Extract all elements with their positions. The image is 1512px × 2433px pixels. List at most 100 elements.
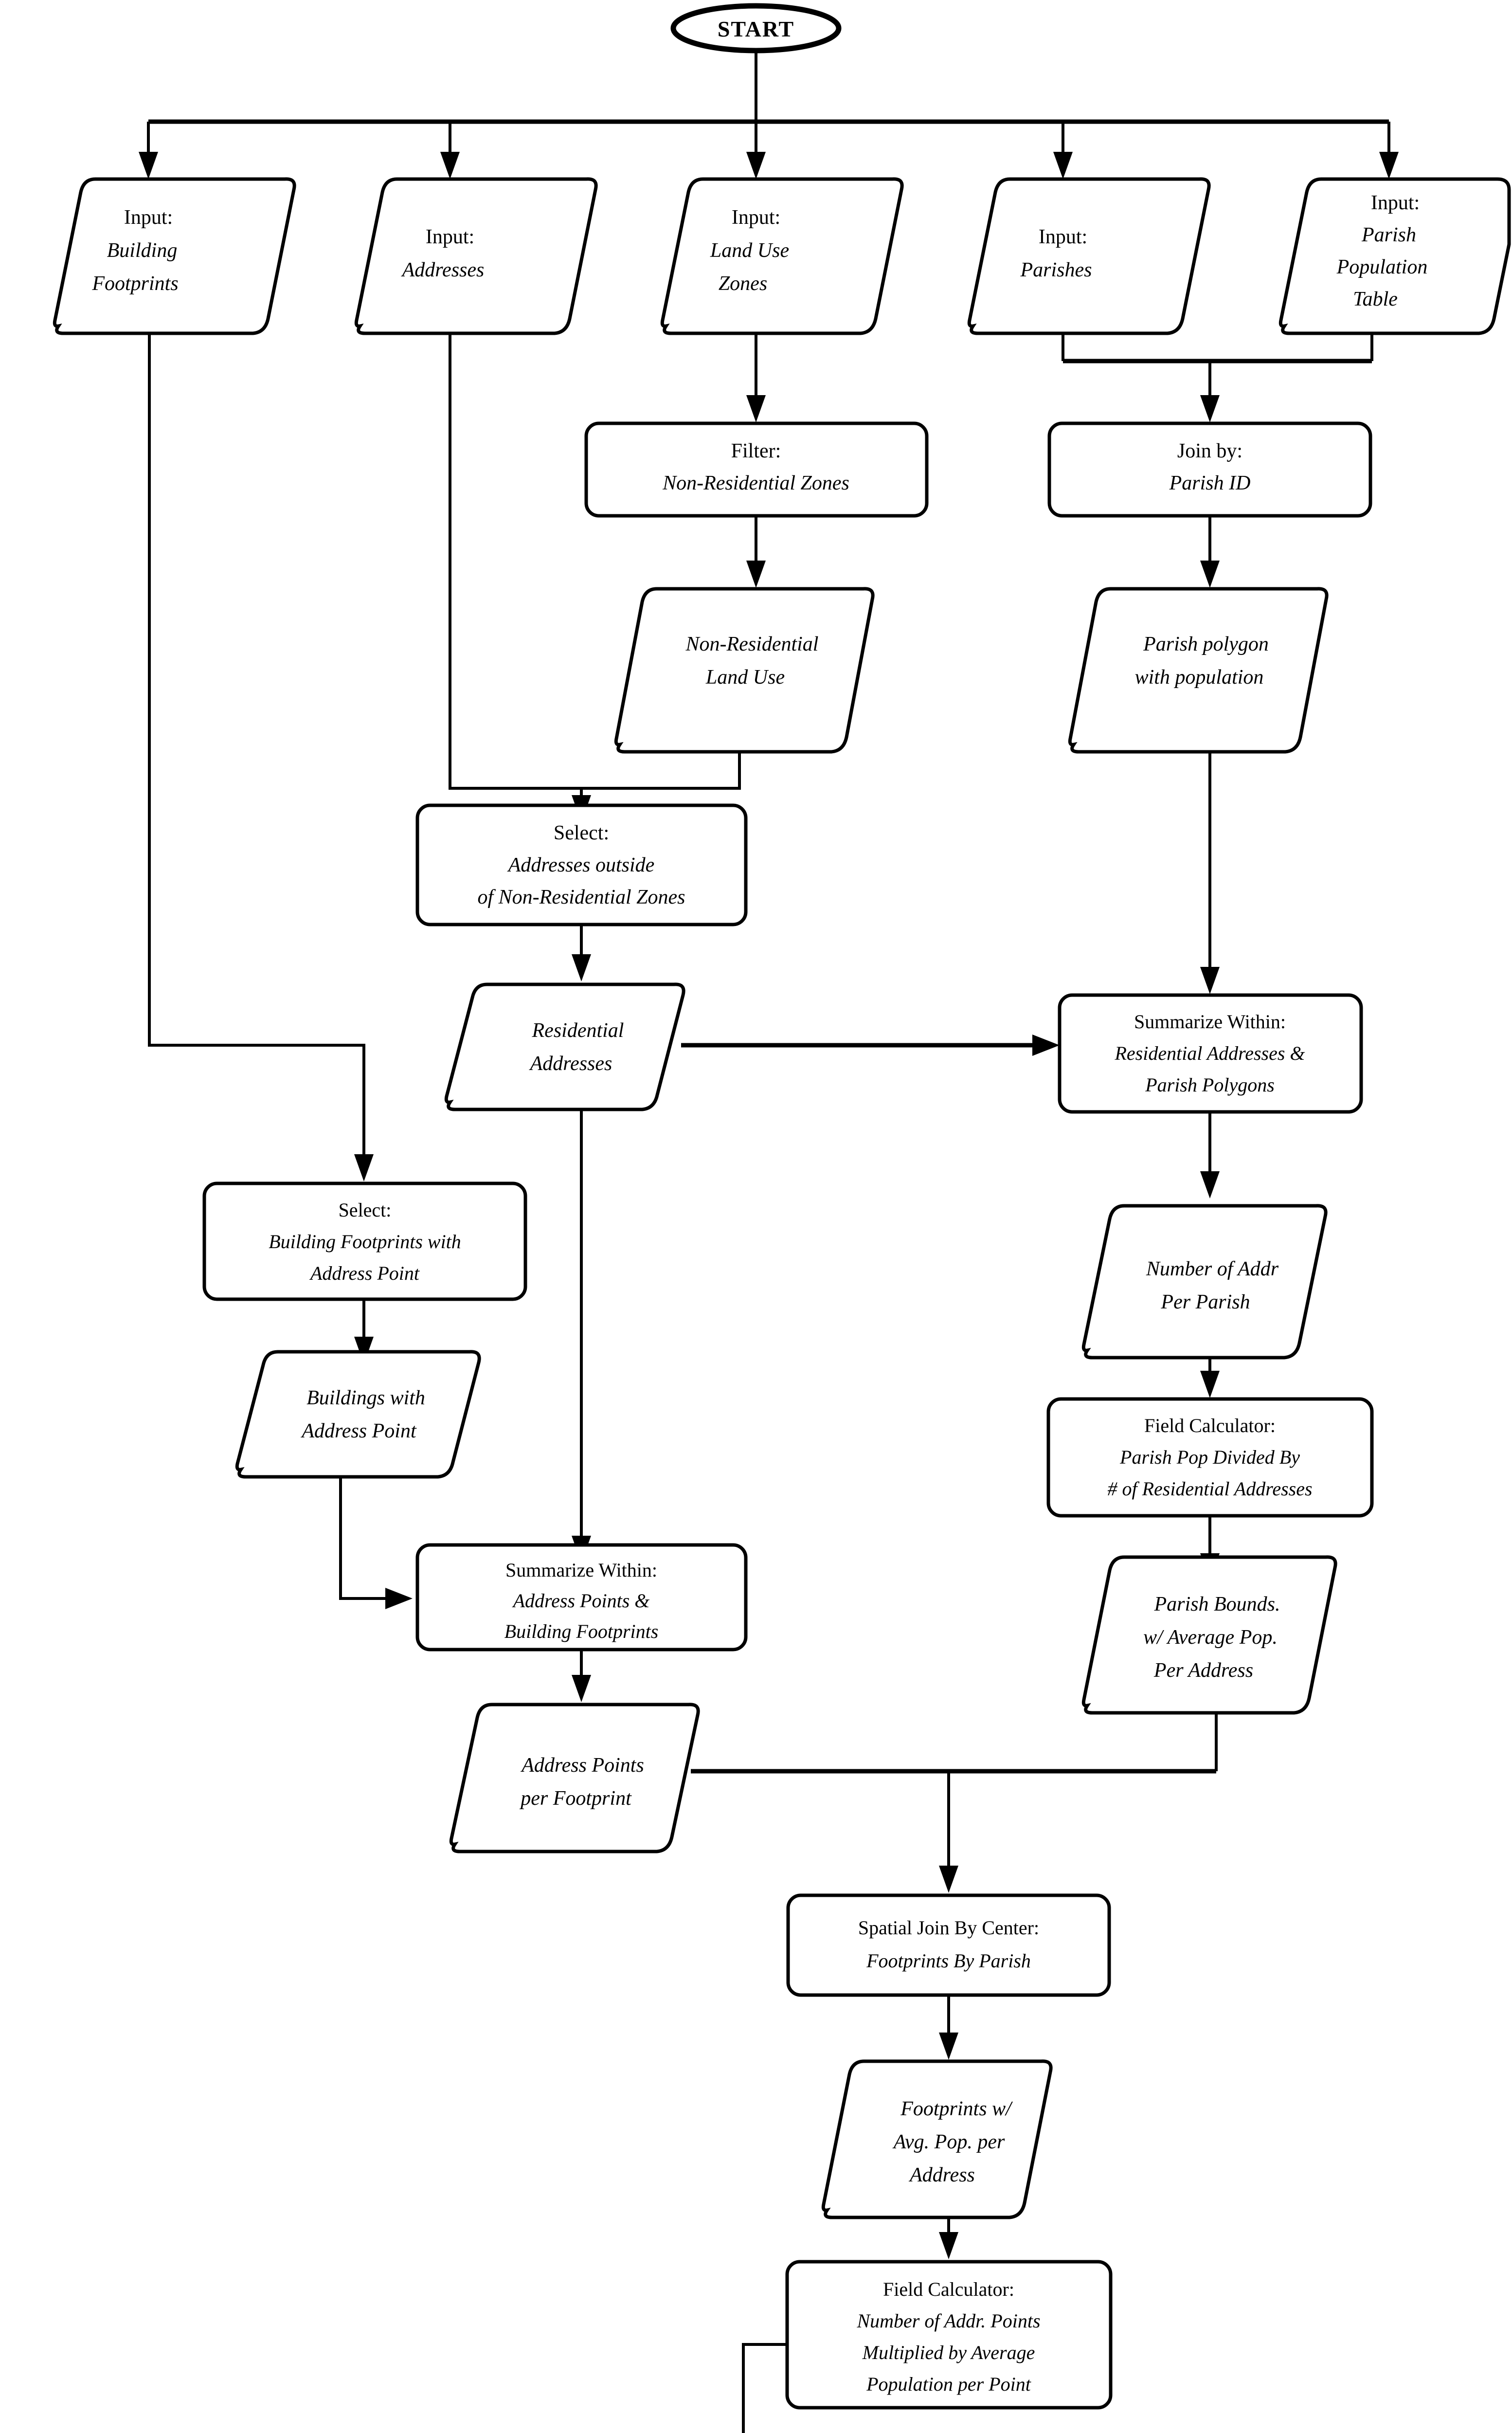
arrowhead-spatial-join	[939, 1866, 958, 1893]
node-input-building-footprints[interactable]: Input: Building Footprints	[53, 177, 296, 335]
node-fc-multiply-line4: Population per Point	[866, 2373, 1031, 2395]
node-number-of-addr-per-parish[interactable]: Number of Addr Per Parish	[1081, 1204, 1328, 1360]
node-filter-non-residential-zones[interactable]: Filter: Non-Residential Zones	[584, 421, 929, 518]
node-address-points-per-footprint[interactable]: Address Points per Footprint	[449, 1703, 700, 1853]
node-start[interactable]: START	[670, 3, 842, 54]
node-residential-addresses-line2: Addresses	[529, 1053, 612, 1075]
edge-buildings-to-summarize-points	[339, 1477, 392, 1600]
node-input-land-use-zones[interactable]: Input: Land Use Zones	[660, 177, 904, 335]
node-fc-multiply-line1: Field Calculator:	[883, 2278, 1014, 2300]
node-fc-multiply-line2: Number of Addr. Points	[856, 2310, 1040, 2332]
node-residential-addresses-line1: Residential	[532, 1019, 624, 1042]
edge-field-calc2-to-end	[742, 2343, 800, 2433]
node-parish-bounds-line2: w/ Average Pop.	[1143, 1626, 1278, 1649]
node-non-residential-land-use[interactable]: Non-Residential Land Use	[614, 587, 875, 754]
node-field-calculator-multiply[interactable]: Field Calculator: Number of Addr. Points…	[785, 2260, 1113, 2410]
arrowhead-join-by-parish-id	[1200, 395, 1220, 422]
arrowhead-parish-pop-table	[1379, 152, 1399, 179]
arrowhead-summarize-points-left	[385, 1588, 413, 1609]
edge-building-footprints-to-select	[148, 333, 365, 1163]
arrowhead-addresses	[440, 152, 460, 179]
node-select-bf-line1: Select:	[339, 1199, 392, 1221]
arrowhead-select-building-footprints	[354, 1154, 374, 1181]
node-filter-line1: Filter:	[731, 440, 781, 462]
node-number-addr-line1: Number of Addr	[1146, 1258, 1279, 1280]
node-residential-addresses[interactable]: Residential Addresses	[444, 982, 685, 1111]
node-buildings-with-address-point[interactable]: Buildings with Address Point	[235, 1350, 481, 1479]
node-nonres-landuse-line1: Non-Residential	[685, 633, 819, 655]
edge-nonres-landuse-to-select	[581, 752, 741, 790]
node-summarize-within-addresses-parishes[interactable]: Summarize Within: Residential Addresses …	[1058, 993, 1363, 1114]
node-input-land-use-zones-line3: Zones	[719, 272, 767, 295]
node-summarize-pf-line2: Address Points &	[512, 1590, 650, 1612]
node-spatial-join-line1: Spatial Join By Center:	[858, 1917, 1039, 1939]
node-fc-parishpop-line3: # of Residential Addresses	[1107, 1478, 1312, 1500]
arrowhead-field-calculator-parish-pop	[1200, 1371, 1220, 1398]
node-spatial-join-line2: Footprints By Parish	[866, 1950, 1031, 1972]
node-spatial-join-by-center[interactable]: Spatial Join By Center: Footprints By Pa…	[786, 1893, 1111, 1997]
arrowhead-address-points-per-footprint	[572, 1675, 591, 1702]
node-input-building-footprints-line2: Building	[107, 239, 178, 262]
node-summarize-ap-line2: Residential Addresses &	[1114, 1042, 1305, 1064]
arrowhead-number-addr-per-parish	[1200, 1171, 1220, 1198]
edge-layer	[139, 50, 1399, 2433]
node-parish-bounds-avg-pop[interactable]: Parish Bounds. w/ Average Pop. Per Addre…	[1081, 1555, 1337, 1715]
edge-addresses-to-select-outside	[449, 333, 583, 802]
node-input-building-footprints-line3: Footprints	[91, 272, 178, 295]
node-footprints-avg-line1: Footprints w/	[900, 2098, 1013, 2120]
node-footprints-avg-line3: Address	[908, 2164, 975, 2186]
node-select-outside-line2: Addresses outside	[507, 854, 655, 876]
arrowhead-summarize-right	[1032, 1035, 1060, 1056]
node-addr-per-footprint-line1: Address Points	[520, 1754, 644, 1777]
node-select-building-footprints[interactable]: Select: Building Footprints with Address…	[202, 1181, 527, 1301]
node-buildings-ap-line1: Buildings with	[306, 1387, 425, 1409]
node-parish-polygon-line2: with population	[1135, 666, 1264, 689]
node-input-parishes-line1: Input:	[1039, 226, 1087, 248]
node-footprints-avg-pop-per-address[interactable]: Footprints w/ Avg. Pop. per Address	[821, 2059, 1053, 2219]
node-addr-per-footprint-line2: per Footprint	[519, 1787, 632, 1810]
node-fc-parishpop-line2: Parish Pop Divided By	[1119, 1446, 1300, 1468]
node-buildings-ap-line2: Address Point	[300, 1420, 417, 1442]
node-parish-polygon-with-population[interactable]: Parish polygon with population	[1068, 587, 1329, 754]
node-parish-polygon-line1: Parish polygon	[1143, 633, 1269, 655]
node-parish-bounds-line1: Parish Bounds.	[1153, 1593, 1280, 1616]
node-select-outside-line3: of Non-Residential Zones	[478, 886, 685, 908]
arrowhead-field-calculator-multiply	[939, 2232, 958, 2259]
node-join-line1: Join by:	[1177, 440, 1242, 462]
node-input-land-use-zones-line1: Input:	[732, 206, 780, 229]
arrowhead-summarize-addresses-parishes	[1200, 967, 1220, 994]
node-input-parish-population-table-line3: Population	[1336, 256, 1428, 278]
node-fc-parishpop-line1: Field Calculator:	[1144, 1415, 1276, 1436]
node-number-addr-line2: Per Parish	[1160, 1291, 1250, 1313]
node-summarize-within-points-footprints[interactable]: Summarize Within: Address Points & Build…	[415, 1543, 748, 1652]
node-select-bf-line3: Address Point	[309, 1262, 420, 1284]
node-input-addresses-line2: Addresses	[401, 259, 485, 281]
arrowhead-parishes	[1053, 152, 1073, 179]
node-input-addresses-line1: Input:	[426, 226, 474, 248]
arrowhead-land-use-zones	[746, 152, 766, 179]
node-start-line1: START	[718, 17, 794, 41]
node-input-building-footprints-line1: Input:	[124, 206, 173, 229]
node-select-outside-line1: Select:	[554, 822, 609, 844]
node-select-addresses-outside[interactable]: Select: Addresses outside of Non-Residen…	[415, 803, 748, 926]
arrowhead-building-footprints	[139, 152, 158, 179]
node-input-land-use-zones-line2: Land Use	[710, 239, 789, 262]
node-input-parish-population-table-line1: Input:	[1371, 192, 1420, 214]
arrowhead-filter	[746, 395, 766, 422]
arrowhead-residential-addresses	[572, 954, 591, 981]
node-parish-bounds-line3: Per Address	[1153, 1659, 1253, 1682]
node-field-calculator-parish-pop[interactable]: Field Calculator: Parish Pop Divided By …	[1046, 1397, 1374, 1518]
node-input-parishes[interactable]: Input: Parishes	[967, 177, 1211, 335]
node-join-by-parish-id[interactable]: Join by: Parish ID	[1047, 421, 1372, 518]
node-input-addresses[interactable]: Input: Addresses	[354, 177, 598, 335]
node-input-parish-population-table[interactable]: Input: Parish Population Table	[1278, 177, 1511, 335]
arrowhead-footprints-avg-pop	[939, 2033, 958, 2060]
node-summarize-ap-line1: Summarize Within:	[1134, 1011, 1286, 1033]
node-summarize-pf-line3: Building Footprints	[504, 1620, 659, 1642]
node-input-parishes-line2: Parishes	[1020, 259, 1092, 281]
node-input-parish-population-table-line2: Parish	[1361, 224, 1416, 246]
node-summarize-pf-line1: Summarize Within:	[505, 1559, 657, 1581]
node-filter-line2: Non-Residential Zones	[662, 472, 849, 494]
